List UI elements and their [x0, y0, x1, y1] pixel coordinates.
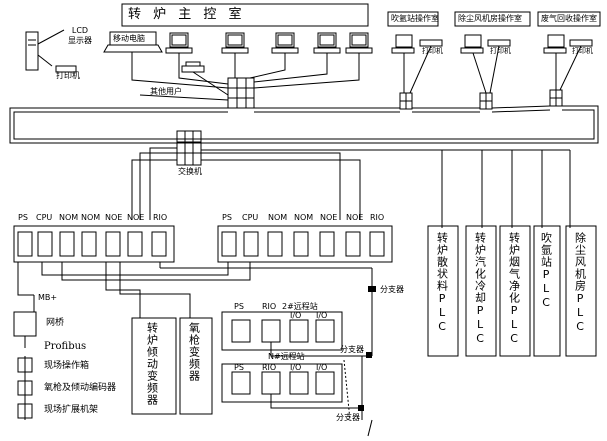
profibus-label: Profibus: [44, 341, 87, 352]
rack1-module-noe-1: NOE: [105, 213, 123, 222]
network-bridge-label: 网桥: [46, 318, 65, 328]
remoteN-module-io-2: I/O: [316, 363, 328, 372]
rack2-module-noe-1: NOE: [320, 213, 338, 222]
rack2-module-nom-2: NOM: [294, 213, 314, 222]
argon-printer-label: 打印机: [422, 47, 443, 55]
rack2-module-cpu: CPU: [242, 213, 259, 222]
oxygen-lance-inverter-label: 氧枪变频器: [187, 322, 201, 382]
argon-station-room: 吹氩站操作室: [391, 14, 439, 23]
switch-label: 交换机: [178, 167, 202, 176]
workstation-icons: [165, 32, 373, 54]
rack2-module-nom-1: NOM: [268, 213, 288, 222]
other-users-label: 其他用户: [150, 87, 182, 96]
field-operation-box-label: 现场操作箱: [44, 361, 90, 371]
lcd-display-label: LCD 显示器: [68, 26, 92, 45]
plc-vaporization-cooling: 转炉汽化冷却PLC: [473, 232, 487, 346]
plc-gas-cleaning: 转炉烟气净化PLC: [507, 232, 521, 346]
computer-tower-icon: [25, 31, 39, 71]
laptop-label: 移动电脑: [113, 34, 145, 43]
mb-plus-label: MB+: [38, 293, 58, 302]
remote-station-2-title: 2#远程站: [282, 302, 318, 311]
gas-recovery-room: 废气回收操作室: [541, 14, 597, 23]
field-expansion-rack-label: 现场扩展机架: [44, 405, 99, 415]
remote-station-n-title: N#远程站: [268, 352, 305, 361]
plc-bulk-material: 转炉散状料PLC: [435, 232, 449, 334]
rack1-module-rio: RIO: [153, 213, 168, 222]
splitter-label-1: 分支器: [380, 285, 404, 294]
gas-recovery-printer-label: 打印机: [572, 47, 593, 55]
converter-tilt-inverter-label: 转炉倾动变频器: [145, 322, 159, 406]
remote2-module-rio: RIO: [262, 302, 277, 311]
control-room-title: 转 炉 主 控 室: [128, 7, 246, 22]
rack1-module-ps: PS: [18, 213, 28, 222]
rack2-module-noe-2: NOE: [346, 213, 364, 222]
remoteN-module-ps: PS: [234, 363, 244, 372]
rack1-module-cpu: CPU: [36, 213, 53, 222]
dust-fan-printer-label: 打印机: [490, 47, 511, 55]
rack2-module-rio: RIO: [370, 213, 385, 222]
plc-argon-station: 吹氩站PLC: [539, 232, 553, 310]
remoteN-module-io-1: I/O: [290, 363, 302, 372]
remoteN-module-rio: RIO: [262, 363, 277, 372]
lance-tilt-encoder-label: 氧枪及倾动编码器: [44, 383, 117, 393]
splitter-label-2: 分支器: [340, 345, 364, 354]
rack1-module-nom-1: NOM: [59, 213, 79, 222]
rack1-module-noe-2: NOE: [127, 213, 145, 222]
dust-fan-room: 除尘风机房操作室: [458, 14, 522, 23]
remote2-module-ps: PS: [234, 302, 244, 311]
printer-label: 打印机: [56, 71, 80, 80]
plc-dust-fan-room: 除尘风机房PLC: [573, 232, 587, 334]
rack1-module-nom-2: NOM: [81, 213, 101, 222]
rack2-module-ps: PS: [222, 213, 232, 222]
remote2-module-io-1: I/O: [290, 311, 302, 320]
remote2-module-io-2: I/O: [316, 311, 328, 320]
splitter-label-3: 分支器: [336, 413, 360, 422]
